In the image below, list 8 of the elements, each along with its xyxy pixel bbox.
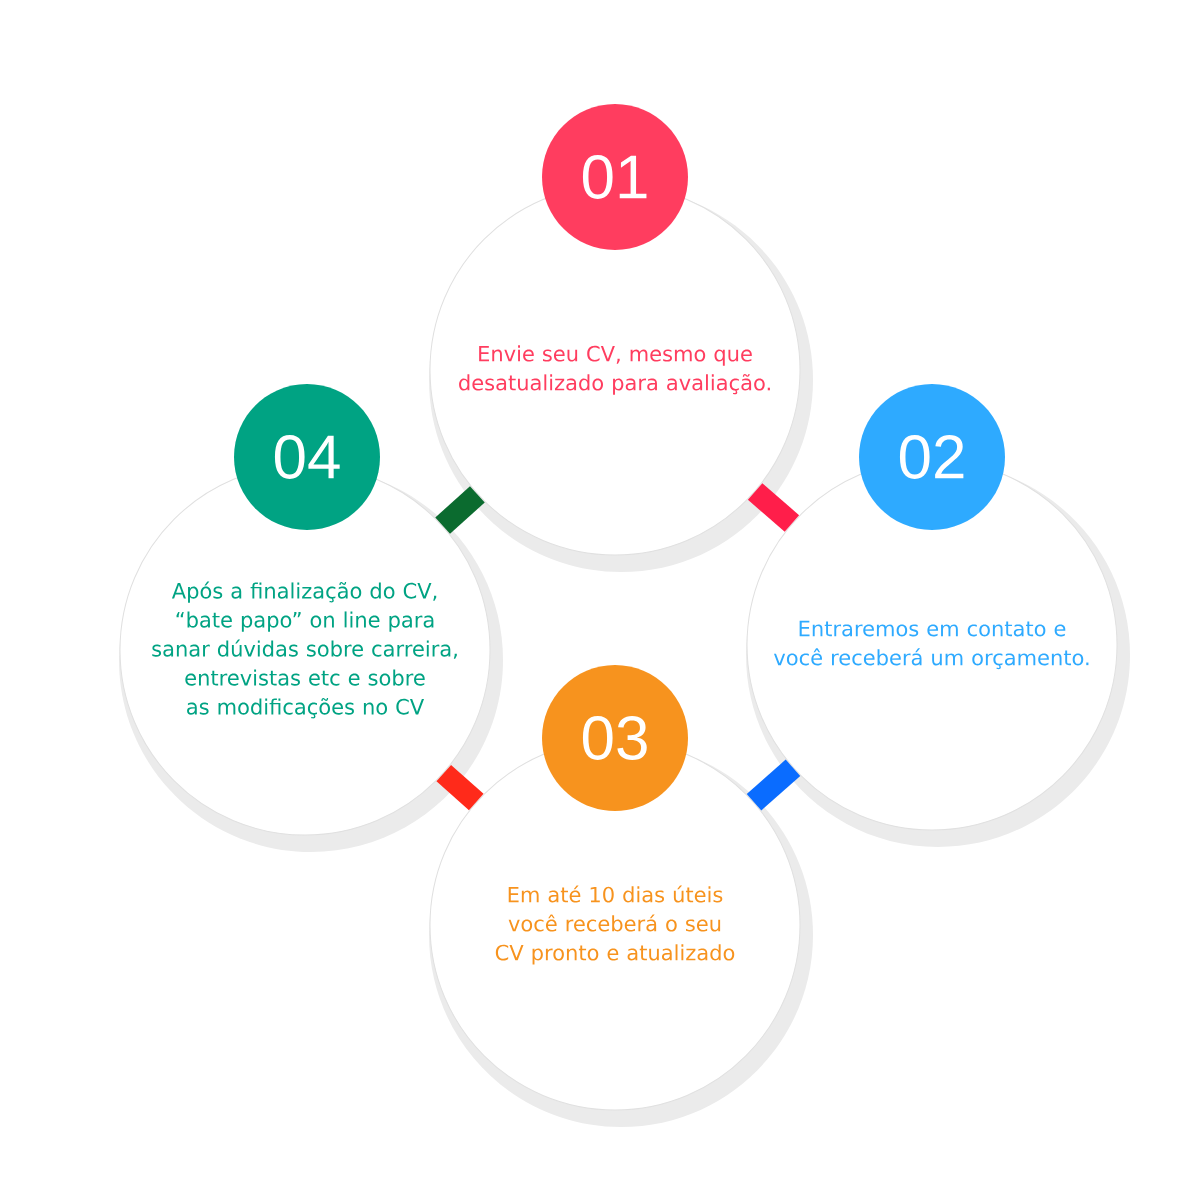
connector-bar bbox=[436, 764, 484, 811]
number-badge: 02 bbox=[859, 384, 1005, 530]
connector-bar bbox=[747, 483, 800, 532]
connector-bar bbox=[746, 759, 801, 811]
number-badge: 01 bbox=[542, 104, 688, 250]
connector-bar bbox=[435, 486, 485, 534]
number-badge: 03 bbox=[542, 665, 688, 811]
number-badge: 04 bbox=[234, 384, 380, 530]
